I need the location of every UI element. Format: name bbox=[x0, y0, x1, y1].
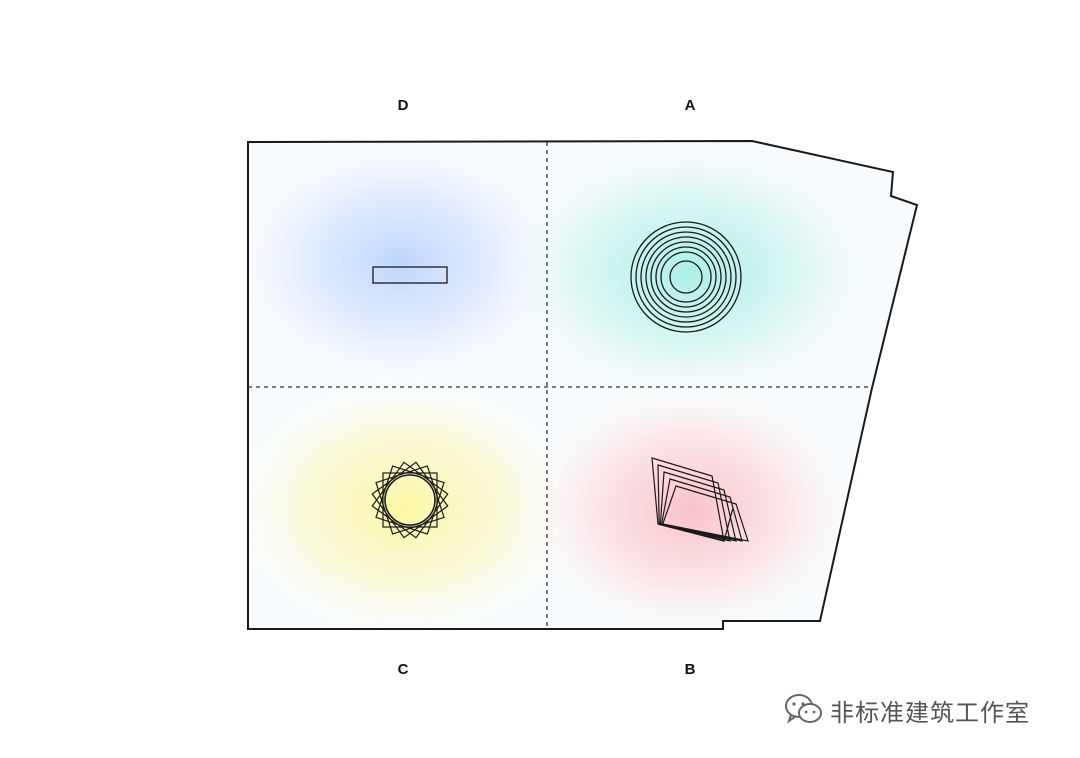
zone-a-glow bbox=[490, 141, 890, 412]
zone-label-b: B bbox=[685, 661, 696, 678]
zone-glows bbox=[248, 141, 890, 629]
watermark-text: 非标准建筑工作室 bbox=[830, 698, 1030, 727]
zone-label-d: D bbox=[398, 97, 409, 114]
rotated-square bbox=[382, 472, 438, 528]
concentric-ring bbox=[635, 226, 737, 328]
rotated-square bbox=[375, 465, 445, 535]
zone-b-glow bbox=[515, 375, 865, 629]
concentric-ring bbox=[630, 221, 742, 333]
zone-c-rotated-squares-icon bbox=[371, 461, 449, 539]
zone-label-a: A bbox=[685, 97, 696, 114]
folder-base bbox=[657, 507, 734, 542]
zone-d-rectangle-icon bbox=[372, 266, 448, 284]
rotated-square bbox=[371, 461, 449, 539]
concentric-ring bbox=[650, 241, 722, 313]
zone-d-glow bbox=[248, 141, 575, 392]
concentric-ring bbox=[655, 246, 717, 308]
rotated-square bbox=[375, 465, 445, 535]
inner-circle bbox=[384, 474, 436, 526]
rotated-square bbox=[371, 461, 449, 539]
wechat-icon bbox=[785, 694, 822, 724]
folder-sheet bbox=[662, 485, 749, 542]
zone-b-stacked-folders-icon bbox=[651, 457, 749, 542]
zone-label-c: C bbox=[398, 661, 409, 678]
folder-sheet bbox=[659, 471, 737, 542]
folder-sheet bbox=[660, 478, 743, 542]
zone-c-glow bbox=[248, 368, 590, 629]
watermark: 非标准建筑工作室 bbox=[784, 692, 1030, 728]
concentric-ring bbox=[645, 236, 727, 318]
zone-a-concentric-circles-icon bbox=[630, 221, 742, 333]
plan-outline bbox=[247, 139, 919, 630]
concentric-ring bbox=[669, 260, 703, 294]
concentric-ring bbox=[640, 231, 732, 323]
folder-sheet bbox=[657, 464, 731, 542]
concentric-ring bbox=[660, 251, 712, 303]
